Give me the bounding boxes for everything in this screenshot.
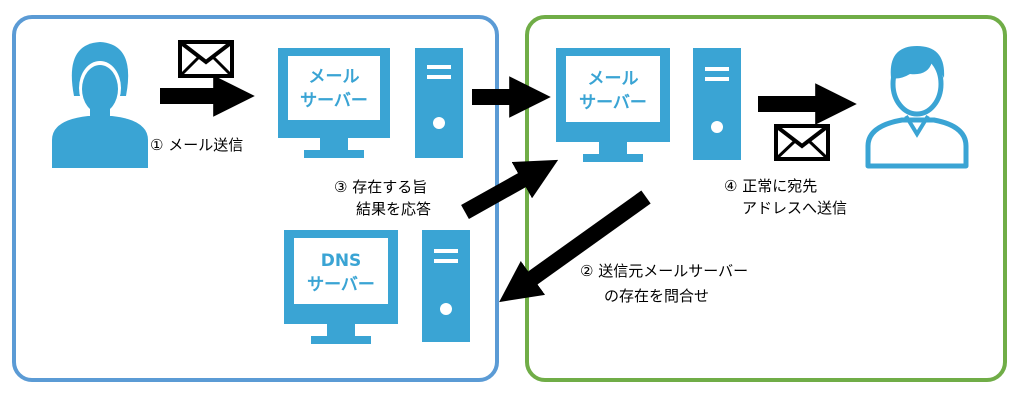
dns-server: DNS サーバー (284, 230, 470, 344)
step-4-label-2: アドレスへ送信 (742, 199, 847, 217)
receiver-mail-server: メール サーバー (556, 48, 741, 162)
female-user-icon (52, 42, 148, 168)
dns-server-label-2: サーバー (307, 275, 375, 295)
tower-icon (415, 48, 463, 158)
tower-icon (422, 230, 470, 342)
sender-server-label-1: メール (309, 67, 360, 87)
step-3-label-2: 結果を応答 (356, 200, 431, 218)
arrow-icon (499, 190, 651, 303)
receiver-server-label-2: サーバー (579, 93, 647, 113)
step-2-label-2: の存在を問合せ (604, 287, 709, 305)
tower-icon (693, 48, 741, 160)
step-1-label: ① メール送信 (150, 136, 243, 154)
arrow-icon (461, 159, 559, 219)
envelope-icon (178, 40, 234, 78)
step-3-label-1: ③ 存在する旨 (334, 178, 427, 196)
sender-server-label-2: サーバー (300, 91, 368, 111)
monitor-icon (278, 48, 390, 158)
sender-mail-server: メール サーバー (278, 48, 463, 158)
monitor-icon (284, 230, 398, 344)
envelope-icon (774, 124, 830, 161)
monitor-icon (556, 48, 670, 162)
step-2-label-1: ② 送信元メールサーバー (580, 262, 748, 280)
dns-server-label-1: DNS (321, 251, 362, 271)
step-4-label-1: ④ 正常に宛先 (724, 177, 817, 195)
receiver-zone (525, 15, 1007, 382)
receiver-server-label-1: メール (588, 69, 639, 89)
male-user-icon (865, 46, 969, 169)
